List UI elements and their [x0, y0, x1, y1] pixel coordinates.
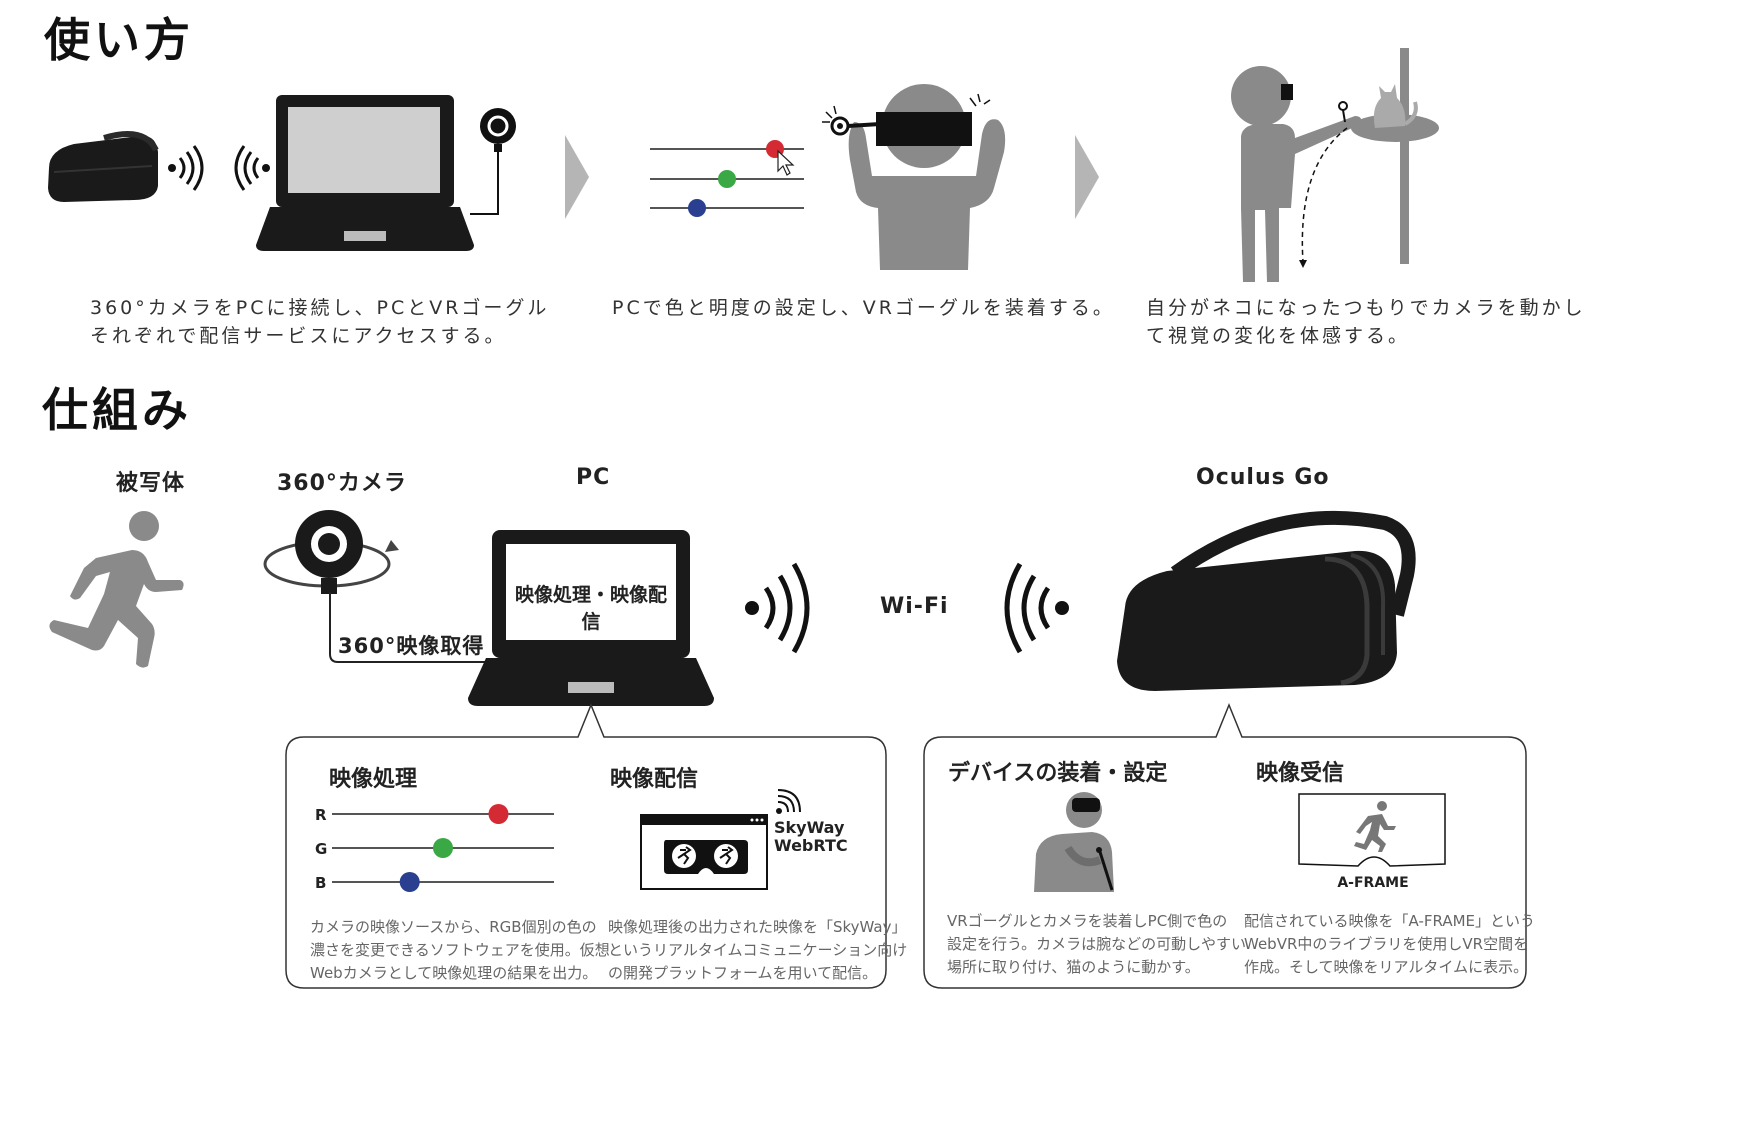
vr-space-icon [1298, 793, 1446, 867]
distribution-title: 映像配信 [610, 767, 699, 792]
browser-window-icon [640, 814, 768, 890]
device-title: デバイスの装着・設定 [948, 761, 1168, 786]
right-panel-frame [923, 703, 1527, 989]
pc-screen-text: 映像処理・映像配信 [514, 584, 667, 633]
slider-knob [433, 838, 453, 858]
capture-label: 360°映像取得 [338, 634, 485, 658]
laptop-icon [256, 95, 474, 251]
laptop-icon [468, 530, 714, 706]
subject-label: 被写体 [116, 471, 186, 496]
framework-label: A-FRAME [1337, 875, 1409, 891]
desc-line: WebVR中のライブラリを使用しVR空間を [1244, 935, 1529, 953]
360-camera-icon [263, 510, 399, 594]
mechanism-heading: 仕組み [42, 383, 192, 437]
desc-line: 映像処理後の出力された映像を「SkyWay」 [608, 918, 907, 936]
slider-knob [399, 872, 420, 892]
receive-title: 映像受信 [1256, 761, 1345, 786]
capture-cable [329, 592, 498, 663]
person-wearing-goggles-icon [822, 84, 1006, 270]
caption-line: て視覚の変化を体感する。 [1146, 325, 1411, 347]
vr-headset-icon [1117, 510, 1416, 691]
rgb-slider-icon [650, 140, 804, 217]
step-1-caption: 360°カメラをPCに接続し、PCとVRゴーグル それぞれで配信サービスにアクセ… [90, 294, 549, 350]
caption-line: 360°カメラをPCに接続し、PCとVRゴーグル [90, 297, 550, 319]
person-wearing-goggles-icon [1034, 792, 1114, 892]
desc-line: 配信されている映像を「A-FRAME」という [1244, 912, 1536, 930]
360-camera-icon [470, 108, 516, 215]
caption-line: PCで色と明度の設定し、VRゴーグルを装着する。 [612, 297, 1115, 319]
desc-line: 作成。そして映像をリアルタイムに表示。 [1244, 958, 1529, 976]
desc-line: カメラの映像ソースから、RGB個別の色の [310, 918, 597, 936]
arrow-right-icon [565, 135, 589, 219]
vr-headset-icon [48, 131, 159, 202]
service-line: SkyWay [774, 818, 845, 837]
desc-line: 濃さを変更できるソフトウェアを使用。仮想 [310, 941, 610, 959]
distribution-description: 映像処理後の出力された映像を「SkyWay」 というリアルタイムコミュニケーショ… [608, 916, 907, 985]
slider-channel-label: G [315, 840, 327, 858]
person-with-camera-and-cat-icon [1231, 48, 1439, 282]
slider-channel-label: R [315, 806, 327, 824]
desc-line: というリアルタイムコミュニケーション向け [608, 941, 908, 959]
slider-channel-label: B [315, 874, 326, 892]
wifi-signal-icon [1004, 562, 1069, 654]
slider-knob [488, 804, 509, 824]
desc-line: Webカメラとして映像処理の結果を出力。 [310, 964, 598, 982]
rgb-slider-chart: RGB [315, 804, 554, 892]
running-person-icon [49, 511, 184, 668]
oculus-label: Oculus Go [1196, 465, 1330, 490]
caption-line: それぞれで配信サービスにアクセスする。 [90, 325, 507, 347]
desc-line: の開発プラットフォームを用いて配信。 [608, 964, 878, 982]
wifi-label: Wi-Fi [880, 594, 949, 619]
processing-description: カメラの映像ソースから、RGB個別の色の 濃さを変更できるソフトウェアを使用。仮… [310, 916, 610, 985]
service-label: SkyWay WebRTC [774, 819, 848, 855]
wifi-signal-icon [234, 145, 270, 191]
receive-description: 配信されている映像を「A-FRAME」という WebVR中のライブラリを使用しV… [1244, 910, 1535, 979]
step-3-caption: 自分がネコになったつもりでカメラを動かし て視覚の変化を体感する。 [1146, 294, 1586, 350]
service-line: WebRTC [774, 836, 848, 855]
desc-line: VRゴーグルとカメラを装着しPC側で色の [947, 912, 1228, 930]
usage-heading: 使い方 [44, 13, 194, 67]
pc-label: PC [576, 465, 611, 490]
device-description: VRゴーグルとカメラを装着しPC側で色の 設定を行う。カメラは腕などの可動しやす… [947, 910, 1246, 979]
camera-label: 360°カメラ [277, 471, 407, 496]
caption-line: 自分がネコになったつもりでカメラを動かし [1146, 297, 1586, 319]
desc-line: 場所に取り付け、猫のように動かす。 [947, 958, 1200, 976]
arrow-right-icon [1075, 135, 1099, 219]
processing-title: 映像処理 [329, 767, 418, 792]
step-2-caption: PCで色と明度の設定し、VRゴーグルを装着する。 [612, 294, 1115, 322]
left-panel-frame [285, 703, 887, 989]
wifi-signal-icon [776, 789, 801, 814]
wifi-signal-icon [745, 562, 810, 654]
wifi-signal-icon [168, 145, 204, 191]
desc-line: 設定を行う。カメラは腕などの可動しやすい [947, 935, 1246, 953]
